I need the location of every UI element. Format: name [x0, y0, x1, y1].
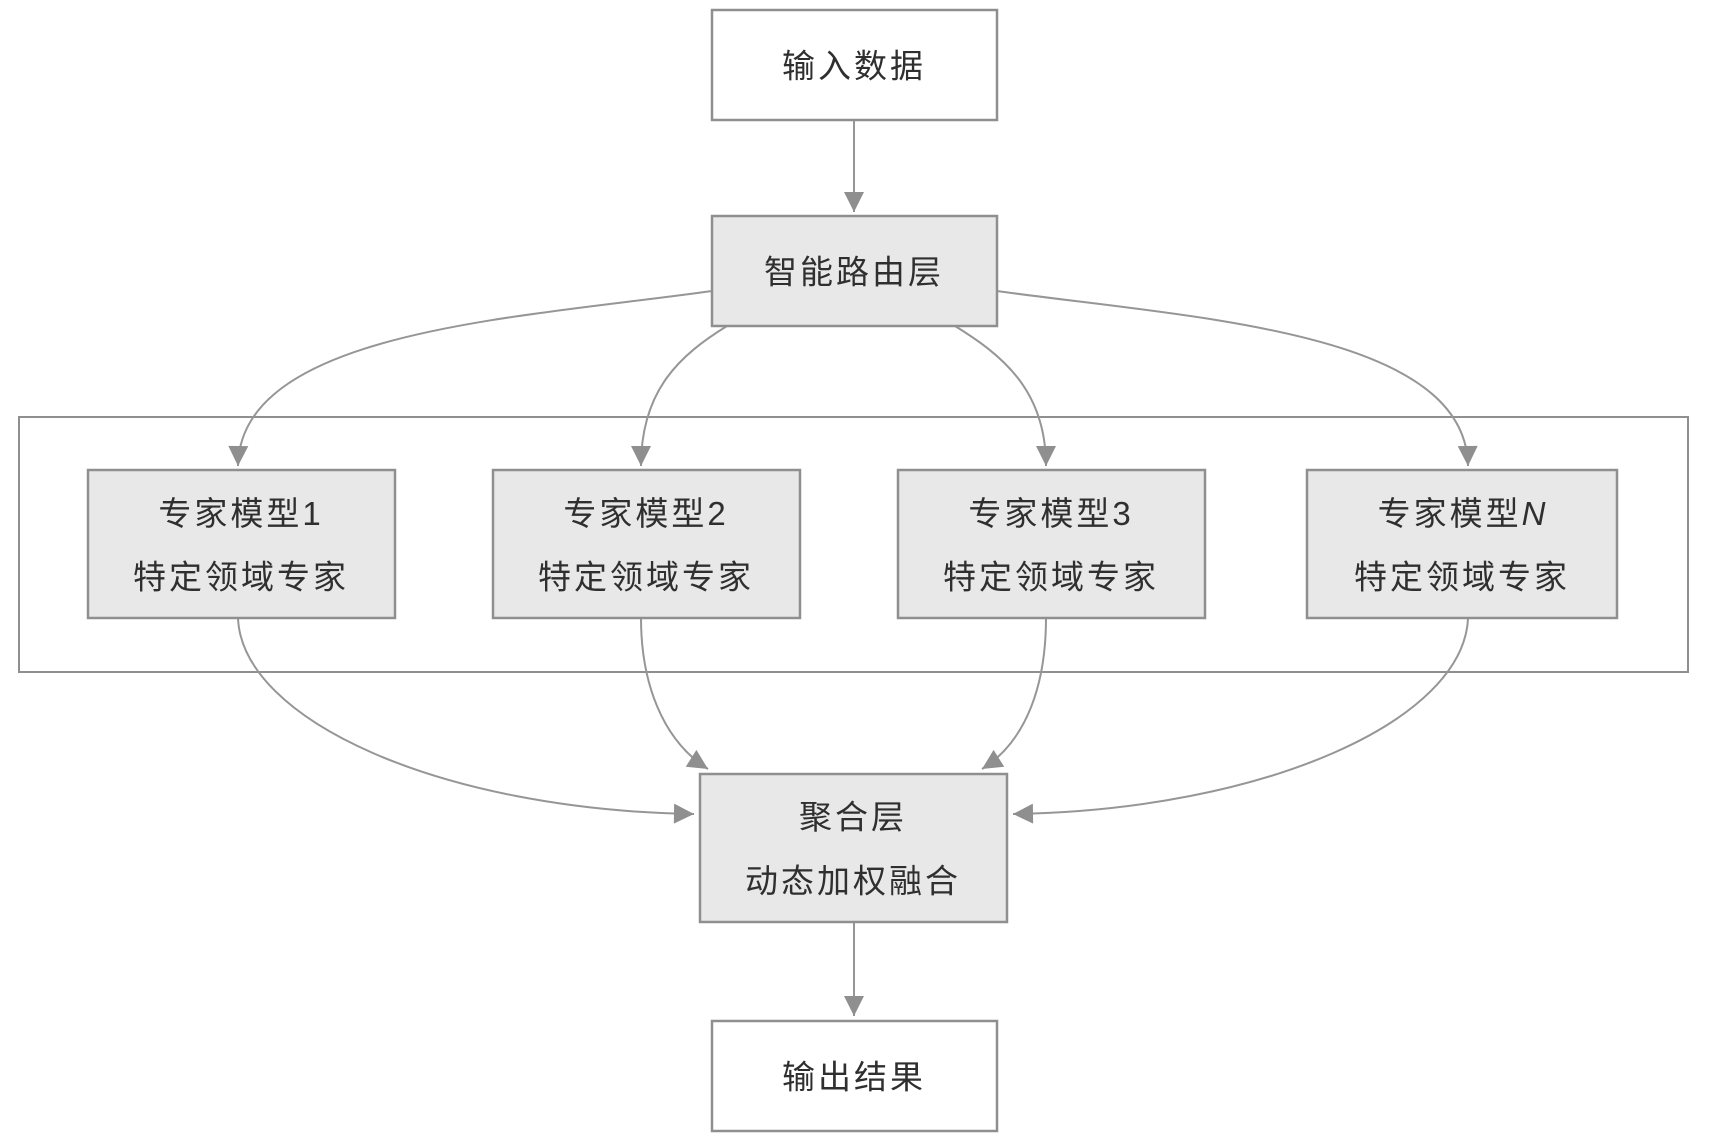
experts-container-box [18, 416, 1689, 673]
edge-expert-2-to-aggregation [640, 617, 709, 770]
expert-2-box [491, 468, 802, 620]
aggregation-box [698, 772, 1009, 924]
expert-2-title: 专家模型2 [563, 495, 728, 532]
expert-3-box [896, 468, 1207, 620]
router-label: 智能路由层 [764, 254, 944, 291]
edge-router-to-expert-n [996, 290, 1478, 467]
node-input: 输入数据 [710, 8, 999, 122]
expert-1-subtitle: 特定领域专家 [133, 559, 349, 596]
expert-2-subtitle: 特定领域专家 [538, 559, 754, 596]
node-output: 输出结果 [710, 1019, 999, 1133]
edge-expert-1-to-aggregation [237, 617, 695, 824]
expert-1-title: 专家模型1 [158, 495, 323, 532]
edge-router-to-expert-1 [228, 290, 713, 467]
expert-3-subtitle: 特定领域专家 [943, 559, 1159, 596]
router-box [710, 214, 999, 328]
expert-1-box [86, 468, 397, 620]
output-box [710, 1019, 999, 1133]
node-expert-n: 专家模型N 特定领域专家 [1305, 468, 1619, 620]
aggregation-subtitle: 动态加权融合 [745, 863, 961, 900]
edges [228, 121, 1478, 1016]
edge-expert-n-to-aggregation [1012, 617, 1469, 824]
expert-3-title: 专家模型3 [968, 495, 1133, 532]
node-expert-1: 专家模型1 特定领域专家 [86, 468, 397, 620]
edge-router-to-expert-3 [954, 325, 1056, 467]
expert-n-box [1305, 468, 1619, 620]
node-aggregation: 聚合层 动态加权融合 [698, 772, 1009, 924]
node-router: 智能路由层 [710, 214, 999, 328]
edge-router-to-expert-2 [631, 325, 728, 467]
node-expert-3: 专家模型3 特定领域专家 [896, 468, 1207, 620]
output-label: 输出结果 [782, 1059, 926, 1096]
node-expert-2: 专家模型2 特定领域专家 [491, 468, 802, 620]
input-box [710, 8, 999, 122]
input-label: 输入数据 [782, 48, 926, 85]
edge-expert-3-to-aggregation [981, 617, 1047, 770]
aggregation-title: 聚合层 [799, 799, 907, 836]
expert-n-subtitle: 特定领域专家 [1354, 559, 1570, 596]
expert-n-title: 专家模型N [1378, 495, 1547, 532]
